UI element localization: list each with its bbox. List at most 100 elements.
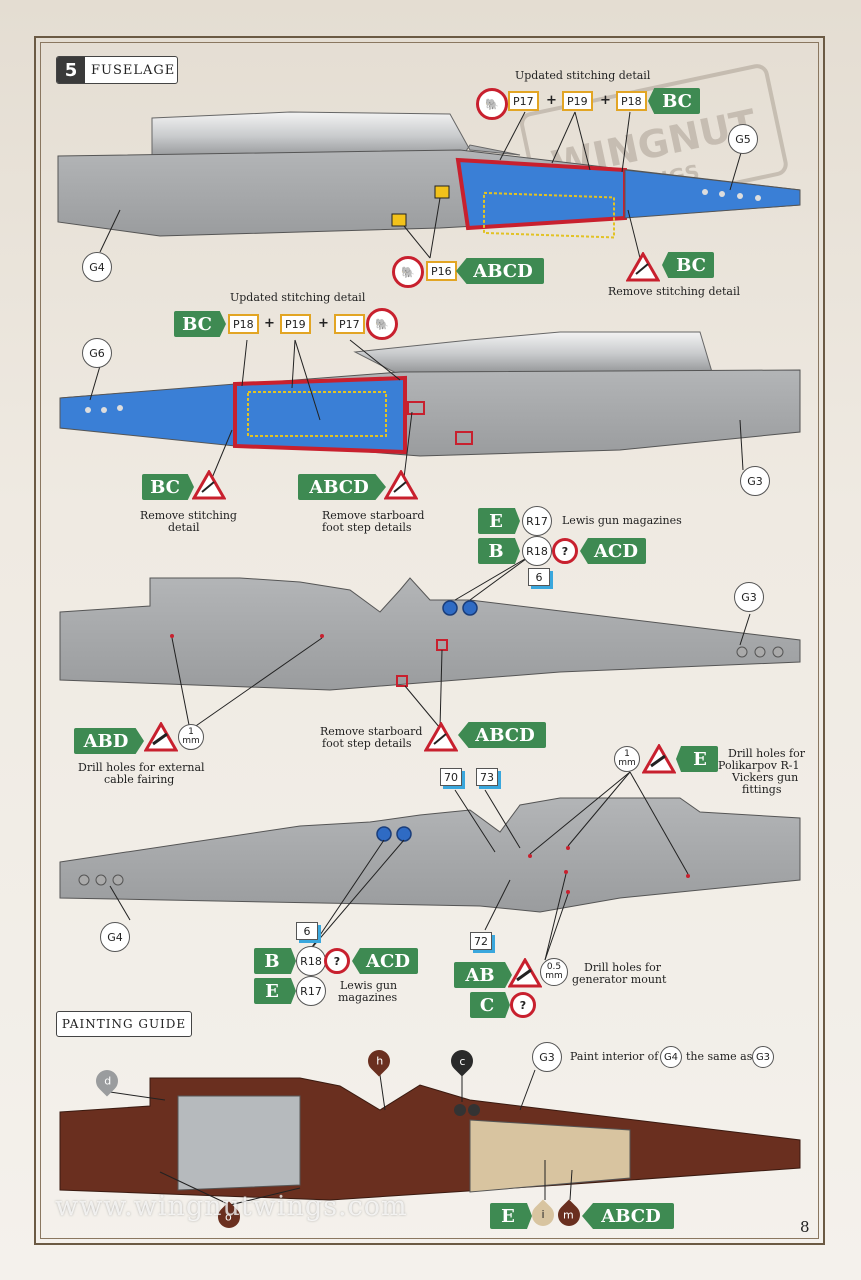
v4-step-73: 73	[476, 768, 498, 786]
v3-g3-callout: G3	[734, 582, 764, 612]
v4-step-72: 72	[470, 932, 492, 950]
v1-part-p17: P17	[508, 91, 539, 111]
v4-gen-caption-1: Drill holes for	[584, 961, 661, 974]
v2-part-p17: P17	[334, 314, 365, 334]
v4-vickers-caption-3: Vickers gun	[732, 771, 799, 784]
v1-g4-callout: G4	[82, 252, 112, 282]
paint-tag-e: E	[490, 1203, 532, 1229]
v1-part-p16: P16	[426, 261, 457, 281]
v4-step-6: 6	[296, 922, 318, 940]
v4-g4-callout: G4	[100, 922, 130, 952]
v3-question-icon: ?	[552, 538, 578, 564]
v3-drill-icon	[143, 720, 179, 752]
v2-elephant-icon: 🐘	[366, 308, 398, 340]
fuselage-view-4	[59, 771, 801, 961]
v3-tag-abd: ABD	[74, 728, 144, 754]
v2-plus-1: +	[264, 316, 275, 331]
v3-tag-abcd: ABCD	[458, 722, 546, 748]
v4-r18-callout: R18	[296, 946, 326, 976]
page-frame-inner	[40, 42, 819, 1239]
v3-r18-callout: R18	[522, 536, 552, 566]
v2-tag-remove-abcd: ABCD	[298, 474, 386, 500]
v3-tag-b: B	[478, 538, 520, 564]
v2-tag-remove-bc: BC	[142, 474, 194, 500]
v1-part-p18: P18	[616, 91, 647, 111]
v4-question-icon-2: ?	[510, 992, 536, 1018]
v1-tag-abcd: ABCD	[456, 258, 544, 284]
v4-r17-callout: R17	[296, 976, 326, 1006]
v3-tag-acd: ACD	[580, 538, 646, 564]
paint-text-2: the same as	[686, 1050, 753, 1063]
v2-part-p18: P18	[228, 314, 259, 334]
v2-g3-callout: G3	[740, 466, 770, 496]
section-header: 5 FUSELAGE	[56, 56, 178, 84]
v4-drill-icon	[641, 742, 677, 774]
page-number: 8	[800, 1218, 810, 1236]
v4-drill-icon-2	[507, 956, 543, 988]
v1-warning-icon	[625, 250, 661, 282]
paint-tag-abcd: ABCD	[582, 1203, 674, 1229]
page-frame	[34, 36, 825, 1245]
v1-part-p19: P19	[562, 91, 593, 111]
paint-g3-callout: G3	[532, 1042, 562, 1072]
v4-vickers-caption-1: Drill holes for	[728, 747, 805, 760]
v1-stitching-caption: Updated stitching detail	[515, 69, 651, 82]
v3-foot-caption-1: Remove starboard	[320, 725, 423, 738]
website-watermark: www.wingnutwings.com	[55, 1191, 408, 1222]
v4-question-icon: ?	[324, 948, 350, 974]
v2-warning-icon-1	[191, 468, 227, 500]
v1-g5-callout: G5	[728, 124, 758, 154]
v4-tag-acd: ACD	[352, 948, 418, 974]
v2-remove-stitch-caption-2: detail	[168, 521, 200, 534]
section-number: 5	[57, 57, 85, 83]
v2-part-p19: P19	[280, 314, 311, 334]
v1-elephant-icon: 🐘	[476, 88, 508, 120]
v1-tag-bc: BC	[648, 88, 700, 114]
v3-drill-caption-1: Drill holes for external	[78, 761, 205, 774]
v2-remove-stitch-caption-1: Remove stitching	[140, 509, 237, 522]
fuselage-view-3	[59, 555, 801, 731]
v1-elephant-icon-2: 🐘	[392, 256, 424, 288]
v2-foot-caption-2: foot step details	[322, 521, 412, 534]
v3-drill-caption-2: cable fairing	[104, 773, 175, 786]
v1-remove-caption: Remove stitching detail	[608, 285, 741, 298]
v4-tag-ab: AB	[454, 962, 512, 988]
fuselage-view-1	[57, 111, 801, 259]
fuselage-view-2	[59, 331, 801, 479]
v4-tag-c: C	[470, 992, 510, 1018]
v1-plus-2: +	[600, 93, 611, 108]
v2-warning-icon-2	[383, 468, 419, 500]
v4-lewis-caption-2: magazines	[338, 991, 398, 1004]
v4-vickers-caption-4: fittings	[742, 783, 782, 796]
v3-warning-icon	[423, 720, 459, 752]
v3-lewis-caption: Lewis gun magazines	[562, 514, 682, 527]
paint-g4-inline: G4	[660, 1046, 682, 1068]
v4-vickers-caption-2: Polikarpov R-1	[718, 759, 800, 772]
v3-foot-caption-2: foot step details	[322, 737, 412, 750]
v4-tag-e: E	[676, 746, 718, 772]
section-title: FUSELAGE	[91, 62, 176, 78]
v3-tag-e: E	[478, 508, 520, 534]
v4-tag-e2: E	[254, 978, 296, 1004]
v3-r17-callout: R17	[522, 506, 552, 536]
v2-plus-2: +	[318, 316, 329, 331]
v1-tag-remove-bc: BC	[662, 252, 714, 278]
v4-step-70: 70	[440, 768, 462, 786]
v4-tag-b: B	[254, 948, 296, 974]
paint-text-1: Paint interior of	[570, 1050, 659, 1063]
painting-view	[59, 1069, 801, 1206]
v3-step-6: 6	[528, 568, 550, 586]
v2-foot-caption-1: Remove starboard	[322, 509, 425, 522]
v2-tag-bc: BC	[174, 311, 226, 337]
v2-g6-callout: G6	[82, 338, 112, 368]
v2-stitching-caption: Updated stitching detail	[230, 291, 366, 304]
v1-plus-1: +	[546, 93, 557, 108]
v4-gen-caption-2: generator mount	[572, 973, 667, 986]
v4-lewis-caption-1: Lewis gun	[340, 979, 398, 992]
painting-guide-header: PAINTING GUIDE	[56, 1011, 192, 1037]
paint-g3-inline: G3	[752, 1046, 774, 1068]
